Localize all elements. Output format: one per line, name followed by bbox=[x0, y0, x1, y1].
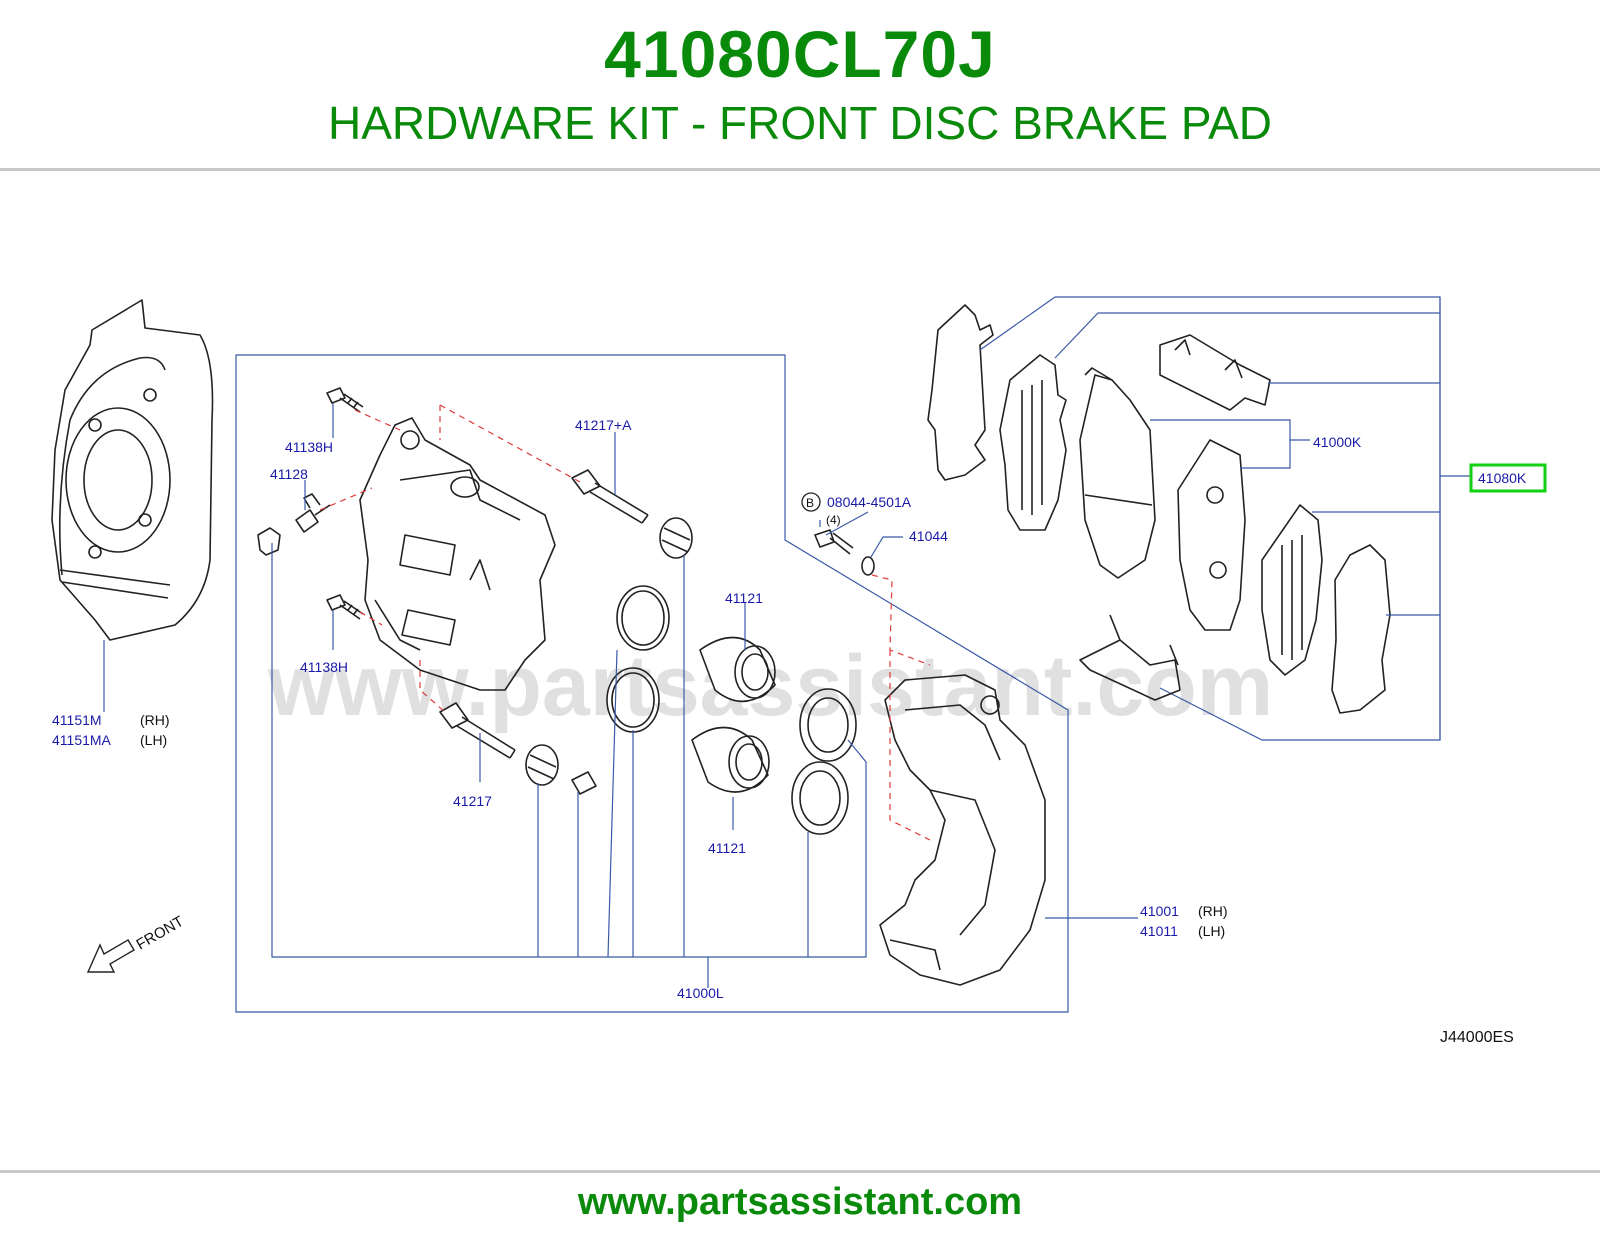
callout-41128[interactable]: 41128 bbox=[270, 466, 308, 482]
slide-pin-41217-drawing bbox=[439, 702, 516, 759]
caliper-body-drawing bbox=[359, 417, 556, 691]
callout-41080k[interactable]: 41080K bbox=[1478, 470, 1527, 486]
leader-41000l-tree bbox=[271, 543, 867, 988]
assembly-line-housing bbox=[871, 574, 931, 841]
front-label: FRONT bbox=[134, 913, 187, 954]
brake-pad-outer-drawing bbox=[1079, 367, 1156, 579]
callout-41044[interactable]: 41044 bbox=[909, 528, 948, 544]
callout-41011-side: (LH) bbox=[1198, 923, 1225, 939]
bleeder-cap-drawing bbox=[257, 527, 281, 556]
callout-41001-side: (RH) bbox=[1198, 903, 1228, 919]
slide-pin-41217a-drawing bbox=[571, 469, 649, 524]
bleeder-41128-drawing bbox=[295, 493, 331, 533]
pin-bushing-drawing bbox=[571, 771, 597, 795]
piston-seal-upper-drawing bbox=[616, 585, 670, 651]
callout-41151ma[interactable]: 41151MA bbox=[52, 732, 112, 748]
footer-divider bbox=[0, 1170, 1600, 1173]
outer-shim-top-drawing bbox=[927, 304, 994, 481]
dust-boot-lower-drawing bbox=[791, 761, 849, 835]
callout-41217a[interactable]: 41217+A bbox=[575, 417, 632, 433]
dust-boot-upper-drawing bbox=[799, 688, 857, 762]
callout-41001[interactable]: 41001 bbox=[1140, 903, 1179, 919]
leader-41000k bbox=[1150, 419, 1310, 469]
inner-shim-bottom-drawing bbox=[1261, 504, 1323, 676]
assembly-line-lower-bolt bbox=[359, 611, 383, 626]
callout-41138h-bottom[interactable]: 41138H bbox=[300, 659, 348, 675]
assembly-line-pin-top bbox=[439, 404, 581, 483]
header: 41080CL70J HARDWARE KIT - FRONT DISC BRA… bbox=[0, 0, 1600, 168]
leader-41080k-tree bbox=[979, 296, 1470, 740]
piston-lower-drawing bbox=[691, 726, 770, 793]
leader-41044 bbox=[870, 536, 903, 558]
callout-41217[interactable]: 41217 bbox=[453, 793, 492, 809]
header-divider bbox=[0, 168, 1600, 171]
callout-41121-bottom[interactable]: 41121 bbox=[708, 840, 746, 856]
brake-pad-inner-drawing bbox=[1177, 439, 1246, 631]
callout-08044[interactable]: 08044-4501A bbox=[827, 494, 912, 510]
footer-site-url[interactable]: www.partsassistant.com bbox=[577, 1181, 1023, 1223]
outer-shim-bottom-drawing bbox=[1331, 544, 1391, 714]
pin-boot-bottom-drawing bbox=[525, 744, 559, 786]
leader-08044 bbox=[819, 511, 869, 536]
bolt-41138h-bottom-drawing bbox=[326, 594, 364, 620]
highlight-41080k-box bbox=[1469, 463, 1547, 493]
front-arrow-icon bbox=[86, 939, 135, 973]
pad-clip-top-drawing bbox=[1159, 334, 1271, 411]
callout-41000k[interactable]: 41000K bbox=[1313, 434, 1362, 450]
pin-boot-top-drawing bbox=[659, 517, 693, 559]
callout-41121-top[interactable]: 41121 bbox=[725, 590, 763, 606]
callout-08044-qty: (4) bbox=[826, 513, 841, 527]
bolt-41138h-top-drawing bbox=[326, 387, 364, 413]
callout-41151m[interactable]: 41151M bbox=[52, 712, 102, 728]
part-number-title: 41080CL70J bbox=[604, 17, 996, 91]
callout-41151ma-side: (LH) bbox=[140, 732, 167, 748]
diagram-code: J44000ES bbox=[1440, 1029, 1514, 1046]
callout-41151m-side: (RH) bbox=[140, 712, 170, 728]
inner-shim-top-drawing bbox=[999, 354, 1067, 531]
bolt-08044-drawing bbox=[814, 529, 854, 555]
marker-b-icon bbox=[801, 492, 821, 512]
part-name-subtitle: HARDWARE KIT - FRONT DISC BRAKE PAD bbox=[328, 97, 1272, 149]
callout-41011[interactable]: 41011 bbox=[1140, 923, 1178, 939]
callout-41138h-top[interactable]: 41138H bbox=[285, 439, 333, 455]
callout-41000l[interactable]: 41000L bbox=[677, 985, 724, 1001]
assembly-line-upper-bolt bbox=[354, 409, 401, 431]
assembly-line-bleeder bbox=[319, 487, 373, 511]
pad-clip-bottom-drawing bbox=[1079, 614, 1181, 701]
callout-08044-marker: B bbox=[806, 496, 814, 510]
caliper-kit-group-box bbox=[235, 354, 1069, 1013]
caliper-housing-drawing bbox=[879, 674, 1046, 986]
dust-shield-drawing bbox=[51, 299, 214, 641]
piston-upper-drawing bbox=[699, 636, 776, 703]
washer-41044-drawing bbox=[861, 556, 875, 576]
